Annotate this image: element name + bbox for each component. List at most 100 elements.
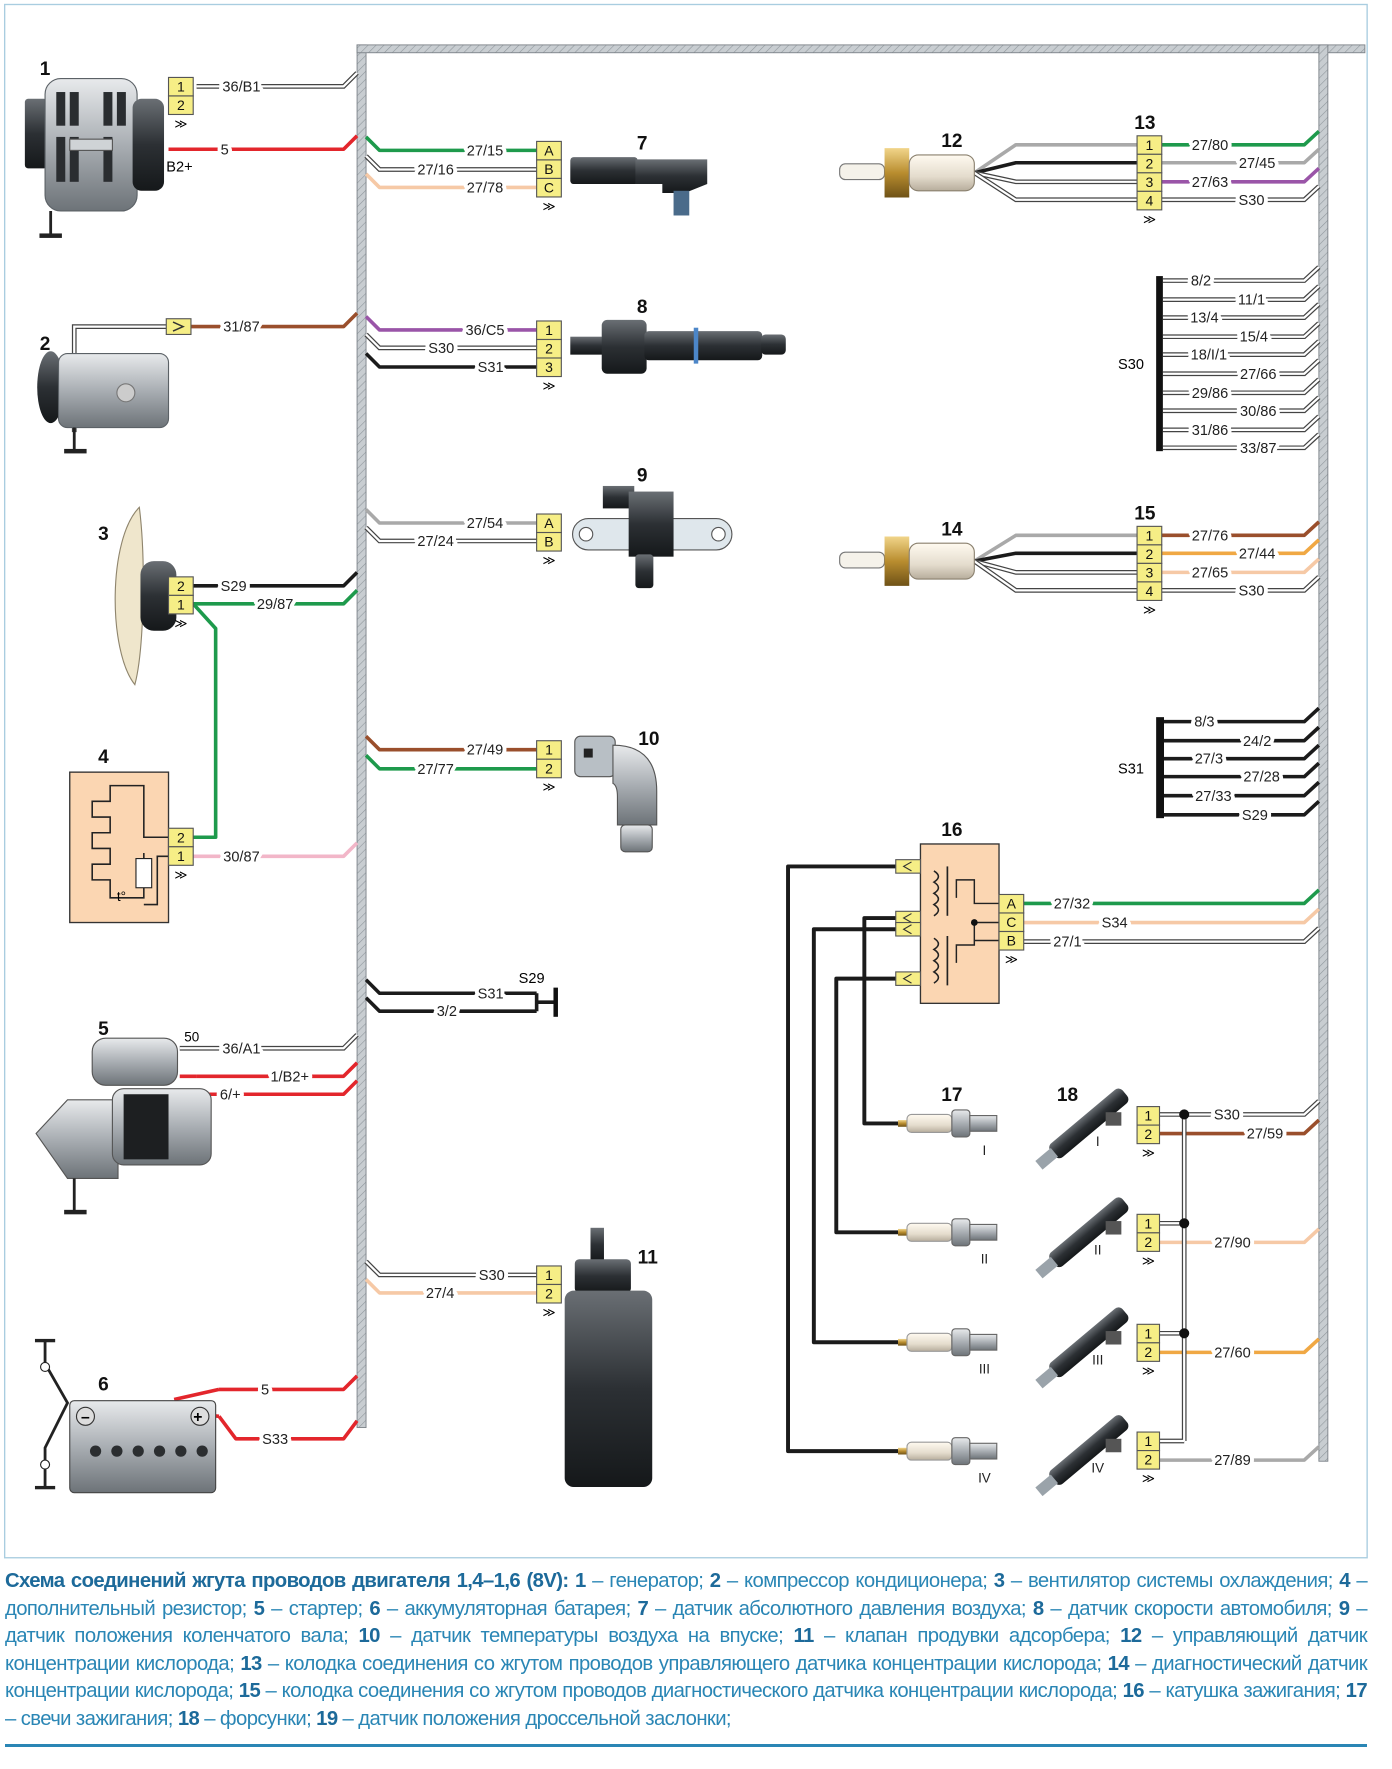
wire-27-59: 27/59 bbox=[1158, 1118, 1321, 1147]
connector-k7: ABC≫ bbox=[536, 140, 562, 213]
pin-label: 2 bbox=[177, 97, 185, 113]
caption-item-text: – колодка соединения со жгутом проводов … bbox=[260, 1680, 1123, 1703]
wire-label: 27/16 bbox=[417, 163, 453, 179]
connector-type-icon: ≫ bbox=[174, 868, 187, 882]
wire-label: 27/32 bbox=[1054, 897, 1090, 913]
caption-item-text: – датчик скорости автомобиля; bbox=[1043, 1597, 1339, 1620]
wire-label: S31 bbox=[478, 360, 504, 376]
wire-label: S34 bbox=[1102, 916, 1128, 932]
pin-label: 2 bbox=[1144, 1234, 1152, 1250]
caption-item-text: – катушка зажигания; bbox=[1143, 1680, 1346, 1703]
component-number-7: 7 bbox=[637, 133, 648, 154]
pin-label: C bbox=[1006, 914, 1016, 930]
wire-13-4: 13/4 bbox=[1162, 302, 1321, 331]
ignition-coil bbox=[919, 843, 1000, 1005]
wire-label: 27/59 bbox=[1247, 1127, 1283, 1143]
o2-sensor-lead bbox=[973, 170, 1138, 203]
wire-30-87: 30/87 bbox=[193, 841, 359, 869]
cylinder-label: I bbox=[983, 1143, 987, 1158]
caption-item-number: 19 bbox=[316, 1707, 338, 1730]
pin-label: B bbox=[544, 534, 553, 550]
resistor-temp-label: t° bbox=[117, 889, 126, 904]
connectors: 12≫21≫21≫ABC≫123≫AB≫12≫12≫1234≫1234≫ACB≫… bbox=[165, 76, 1163, 1486]
wire-24-2: 24/2 bbox=[1162, 725, 1321, 754]
wire-S30: S30 bbox=[364, 332, 537, 361]
connector-k11: 12≫ bbox=[536, 1265, 562, 1319]
cylinder-label: II bbox=[981, 1252, 988, 1267]
wire-S31: S31 bbox=[364, 978, 537, 1006]
caption-item-number: 17 bbox=[1345, 1680, 1368, 1703]
wire-label: 8/3 bbox=[1194, 715, 1214, 731]
wire-label: 27/89 bbox=[1214, 1453, 1250, 1469]
caption-item-text: – вентилятор системы охлаждения; bbox=[1004, 1570, 1340, 1592]
wire-label: 5 bbox=[221, 142, 229, 158]
wire-label: S31 bbox=[478, 986, 504, 1002]
wire-label: S33 bbox=[262, 1432, 288, 1448]
wire-36-A1: 36/A1 bbox=[179, 1033, 359, 1061]
wire-label: 36/B1 bbox=[222, 79, 260, 95]
spark-plug-4: IV bbox=[898, 1437, 998, 1486]
wire-label: S30 bbox=[428, 341, 454, 357]
caption-item-number: 14 bbox=[1107, 1652, 1130, 1675]
caption-item-text: – диагностический датчик концентрации ки… bbox=[5, 1652, 1368, 1703]
pin-label: 1 bbox=[545, 322, 553, 338]
caption-item-text: – колодка соединения со жгутом проводов … bbox=[261, 1652, 1108, 1675]
o2-sensor-lead bbox=[973, 533, 1138, 563]
wire-27-63: 27/63 bbox=[1161, 167, 1321, 195]
wire-27-54: 27/54 bbox=[364, 508, 537, 536]
connector-type-icon: ≫ bbox=[1005, 952, 1018, 966]
wire-label: 8/2 bbox=[1191, 274, 1211, 290]
wire-27-76: 27/76 bbox=[1161, 520, 1321, 548]
b2plus-terminal-label: B2+ bbox=[166, 160, 192, 176]
component-number-15: 15 bbox=[1134, 504, 1156, 525]
connector-type-icon: ≫ bbox=[1142, 1472, 1155, 1486]
connector-k8: 123≫ bbox=[536, 320, 562, 393]
wire-label: 33/87 bbox=[1240, 441, 1276, 457]
wire-label: 30/86 bbox=[1240, 404, 1276, 420]
component-number-16: 16 bbox=[941, 820, 962, 841]
pin-label: 1 bbox=[1144, 1325, 1152, 1341]
figure-caption: Схема соединений жгута проводов двигател… bbox=[5, 1568, 1368, 1734]
wire-label: 13/4 bbox=[1190, 311, 1218, 327]
chevron-icon bbox=[172, 321, 185, 332]
connector-type-icon: ≫ bbox=[1142, 1364, 1155, 1378]
wire-29-86: 29/86 bbox=[1162, 377, 1321, 406]
wire-label: 27/77 bbox=[417, 762, 453, 778]
ground-link bbox=[534, 993, 555, 1012]
ht-lead-I bbox=[862, 916, 899, 1126]
pin-label: 3 bbox=[1146, 564, 1154, 580]
caption-item-text: – дополнительный резистор; bbox=[5, 1570, 1368, 1620]
wire-label: 31/86 bbox=[1192, 423, 1228, 439]
caption-item-text: – свечи зажигания; bbox=[5, 1707, 178, 1730]
wire-27-77: 27/77 bbox=[364, 754, 537, 782]
connector-type-icon: ≫ bbox=[1142, 1146, 1155, 1160]
connector-type-icon: ≫ bbox=[543, 780, 556, 794]
caption-item-number: 8 bbox=[1032, 1597, 1044, 1620]
fan-to-resistor-wire bbox=[191, 602, 218, 840]
connector-type-icon: ≫ bbox=[174, 117, 187, 131]
wire-27-4: 27/4 bbox=[364, 1278, 537, 1306]
cylinder-label: IV bbox=[1091, 1460, 1104, 1475]
s31-group-label: S31 bbox=[1118, 761, 1144, 777]
caption-item-number: 16 bbox=[1122, 1680, 1145, 1703]
wire-label: 31/87 bbox=[223, 320, 259, 336]
splice-dot bbox=[1179, 1109, 1190, 1120]
wire-label: 3/2 bbox=[437, 1004, 457, 1020]
wire-36-B1: 36/B1 bbox=[196, 71, 359, 99]
wire-27-16: 27/16 bbox=[364, 154, 537, 182]
o2-sensor-lead bbox=[973, 558, 1138, 575]
wire-27-90: 27/90 bbox=[1158, 1227, 1321, 1255]
component-number-11: 11 bbox=[638, 1248, 659, 1269]
caption-item-text: – форсунки; bbox=[199, 1707, 317, 1730]
caption-item-number: 3 bbox=[993, 1570, 1005, 1592]
cylinder-label: I bbox=[1096, 1134, 1100, 1149]
pin-label: 2 bbox=[177, 578, 185, 594]
connector-k9: AB≫ bbox=[536, 513, 562, 568]
wire-label: 36/A1 bbox=[222, 1041, 260, 1057]
wire-label: 27/60 bbox=[1214, 1345, 1250, 1361]
o2-sensor-lead bbox=[973, 160, 1138, 175]
o2-sensor-lead bbox=[973, 551, 1138, 563]
component-number-10: 10 bbox=[638, 729, 659, 750]
pin-label: 2 bbox=[1146, 155, 1154, 171]
connector-k18d: 12≫ bbox=[1136, 1431, 1161, 1486]
